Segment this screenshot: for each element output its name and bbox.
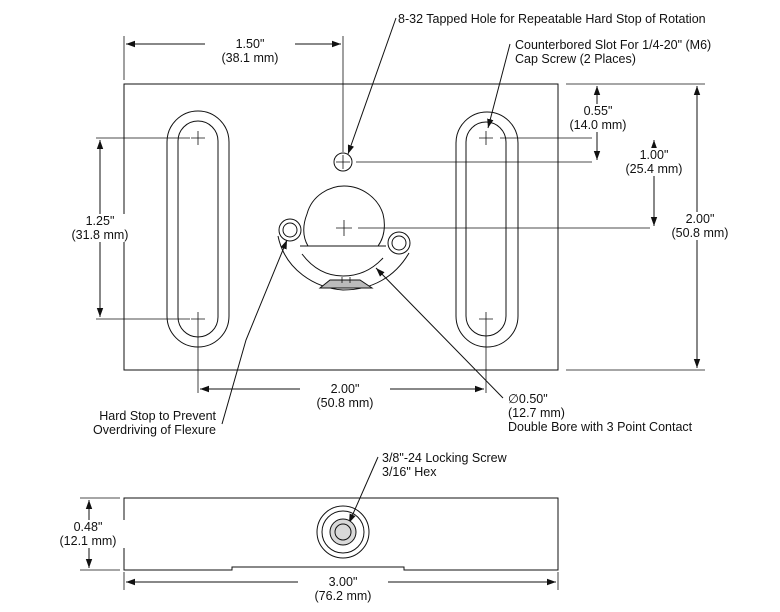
- dim-top-width-inch: 1.50": [235, 37, 265, 51]
- centerlines: [96, 36, 705, 393]
- callout-counterbored-slot: Counterbored Slot For 1/4-20" (M6) Cap S…: [515, 38, 711, 66]
- callout-bore-line3: Double Bore with 3 Point Contact: [508, 420, 693, 434]
- dim-overall-width-inch: 3.00": [328, 575, 358, 589]
- dim-overall-width-mm: (76.2 mm): [314, 589, 372, 603]
- dim-hole-to-center-inch: 1.00": [639, 148, 669, 162]
- dim-top-width: 1.50" (38.1 mm): [205, 37, 295, 65]
- dim-thickness-inch: 0.48": [73, 520, 103, 534]
- dim-overall-height: 2.00" (50.8 mm): [665, 212, 735, 240]
- callout-bore-line1: ∅0.50": [508, 392, 548, 406]
- leader-lines: [221, 17, 511, 524]
- dim-slot-pitch: 2.00" (50.8 mm): [300, 382, 390, 410]
- dimension-lines: [96, 40, 701, 393]
- right-counterbored-slot: [455, 111, 519, 348]
- dim-thickness: 0.48" (12.1 mm): [46, 520, 130, 548]
- dim-slot-pitch-mm: (50.8 mm): [316, 396, 374, 410]
- dim-overall-width: 3.00" (76.2 mm): [298, 575, 388, 603]
- callout-hard-stop: Hard Stop to Prevent Overdriving of Flex…: [90, 409, 216, 437]
- dim-slot-offset-mm: (14.0 mm): [569, 118, 627, 132]
- callout-slot-line1: Counterbored Slot For 1/4-20" (M6): [515, 38, 712, 52]
- dim-hole-to-center-mm: (25.4 mm): [625, 162, 683, 176]
- callout-locking-line1: 3/8"-24 Locking Screw: [382, 451, 507, 465]
- dim-overall-height-inch: 2.00": [685, 212, 715, 226]
- callout-bore-line2: (12.7 mm): [508, 406, 565, 420]
- dim-hole-to-center: 1.00" (25.4 mm): [612, 148, 696, 176]
- left-counterbored-slot: [166, 110, 230, 348]
- dim-thickness-mm: (12.1 mm): [59, 534, 117, 548]
- side-view: [80, 497, 559, 590]
- callout-hard-stop-line1: Hard Stop to Prevent: [99, 409, 216, 423]
- dim-top-width-mm: (38.1 mm): [221, 51, 279, 65]
- dim-slot-offset-inch: 0.55": [583, 104, 613, 118]
- dim-slot-pitch-inch: 2.00": [330, 382, 360, 396]
- tapped-hole: [333, 152, 353, 172]
- callout-double-bore: ∅0.50" (12.7 mm) Double Bore with 3 Poin…: [508, 392, 692, 434]
- plate-outline: [123, 83, 559, 371]
- dim-slot-spacing: 1.25" (31.8 mm): [54, 214, 146, 242]
- dim-slot-spacing-inch: 1.25": [85, 214, 115, 228]
- callout-locking-screw: 3/8"-24 Locking Screw 3/16" Hex: [382, 451, 507, 479]
- dim-slot-offset: 0.55" (14.0 mm): [560, 104, 636, 132]
- callout-slot-line2: Cap Screw (2 Places): [515, 52, 636, 66]
- callout-tapped-hole: 8-32 Tapped Hole for Repeatable Hard Sto…: [398, 12, 706, 26]
- dim-overall-height-mm: (50.8 mm): [671, 226, 729, 240]
- dim-slot-spacing-mm: (31.8 mm): [71, 228, 129, 242]
- callout-hard-stop-line2: Overdriving of Flexure: [93, 423, 216, 437]
- double-bore-flexure: [277, 185, 411, 291]
- callout-locking-line2: 3/16" Hex: [382, 465, 437, 479]
